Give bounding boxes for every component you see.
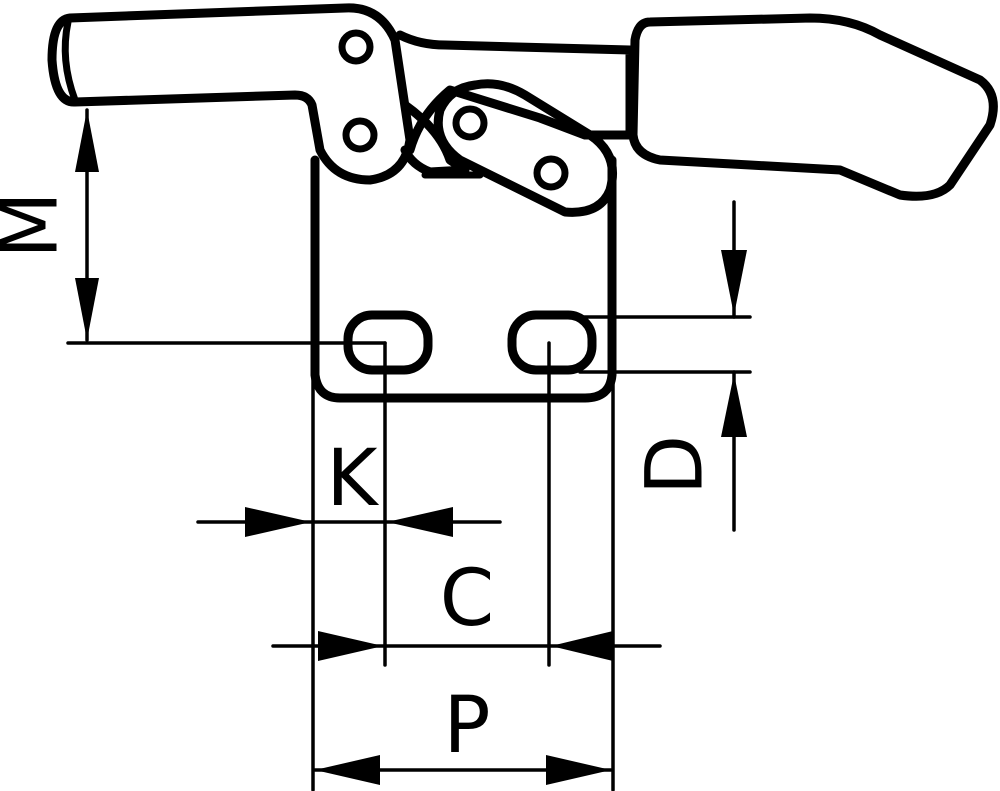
dim-d-arrow-up-icon xyxy=(721,374,747,437)
dim-p-arrow-right-icon xyxy=(546,755,611,785)
base-plate xyxy=(310,155,617,403)
dim-k-label: K xyxy=(326,434,379,524)
link-hole-left xyxy=(452,105,488,141)
mounting-slot-right xyxy=(507,310,597,375)
dim-m-label: M xyxy=(0,191,75,258)
dim-k-arrow-left-icon xyxy=(245,507,311,537)
dim-c-arrow-right-icon xyxy=(551,631,613,661)
arm-end-cap xyxy=(61,18,79,104)
link-hole-right xyxy=(533,155,569,191)
dim-d-arrow-down-icon xyxy=(721,250,747,315)
clamping-arm xyxy=(47,3,415,185)
dim-m-arrow-top-icon xyxy=(75,110,99,172)
dim-p-arrow-left-icon xyxy=(315,755,380,785)
dim-c-label: C xyxy=(440,554,494,644)
dim-m-arrow-bottom-icon xyxy=(75,278,99,340)
pivot-hole-upper xyxy=(338,29,374,65)
handle-grip xyxy=(628,13,998,201)
pivot-hole-lower xyxy=(342,117,378,153)
connecting-link xyxy=(433,79,617,217)
dim-d-label: D xyxy=(630,435,720,495)
dim-k-arrow-right-icon xyxy=(387,507,453,537)
lever-lower-edge xyxy=(400,100,470,177)
dim-p-label: P xyxy=(443,681,490,771)
dim-c-arrow-left-icon xyxy=(318,631,383,661)
